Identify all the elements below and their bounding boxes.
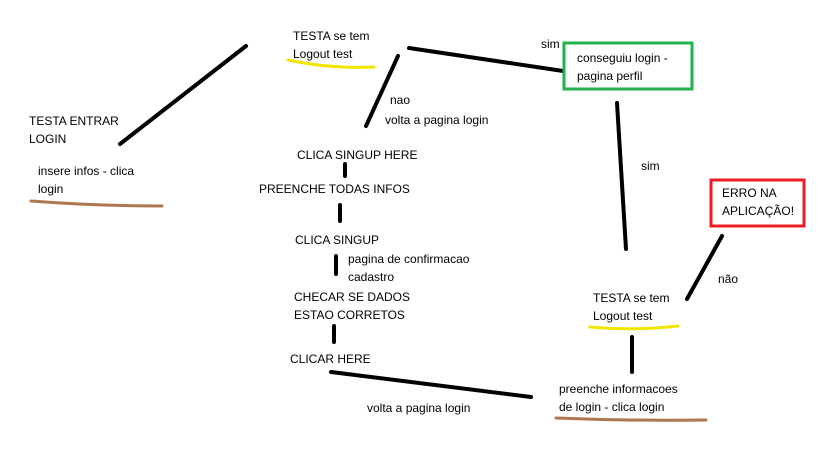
node-test-logout-bottom: TESTA se tem Logout test: [593, 291, 670, 323]
node-insert-info-login: insere infos - clica login: [38, 164, 135, 196]
connector-login-to-test-top: [118, 44, 248, 146]
node-test-logout-top: TESTA se tem Logout test: [293, 29, 370, 61]
edge-label-nao-top: nao: [390, 93, 411, 107]
edge-label-nao-right: não: [718, 272, 739, 286]
underline-yellow-top: [286, 58, 376, 69]
underline-brown-left: [29, 199, 164, 208]
node-fill-all-info: PREENCHE TODAS INFOS: [259, 182, 410, 196]
connector-success-to-test-bottom: [615, 101, 628, 251]
edge-label-back-login-bottom: volta a pagina login: [367, 401, 471, 415]
connector-clickhere-to-fill-login: [329, 370, 533, 399]
node-test-enter-login: TESTA ENTRAR LOGIN: [29, 114, 119, 146]
connector-test-top-to-success: [407, 46, 565, 73]
node-fill-login-info: preenche informacoes de login - clica lo…: [559, 382, 678, 414]
underline-brown-bottom: [554, 416, 708, 422]
edge-label-sim-right: sim: [641, 159, 660, 173]
edge-label-back-login-top: volta a pagina login: [385, 113, 489, 127]
connector-test-bottom-to-error: [685, 234, 724, 301]
node-confirm-page: pagina de confirmacao cadastro: [348, 252, 470, 284]
edge-label-sim-top: sim: [541, 37, 560, 51]
node-error-app: ERRO NA APLICAÇÃO!: [722, 186, 795, 218]
node-click-signup-here: CLICA SINGUP HERE: [297, 148, 418, 162]
underline-yellow-bottom: [588, 324, 680, 331]
node-click-signup: CLICA SINGUP: [295, 233, 380, 247]
connector-test-top-to-signup: [364, 54, 400, 128]
node-success-page: conseguiu login - pagina perfil: [577, 51, 668, 83]
error-box: [709, 178, 806, 228]
success-box: [562, 41, 694, 91]
node-click-here: CLICAR HERE: [290, 352, 371, 366]
node-check-data: CHECAR SE DADOS ESTAO CORRETOS: [294, 290, 411, 322]
